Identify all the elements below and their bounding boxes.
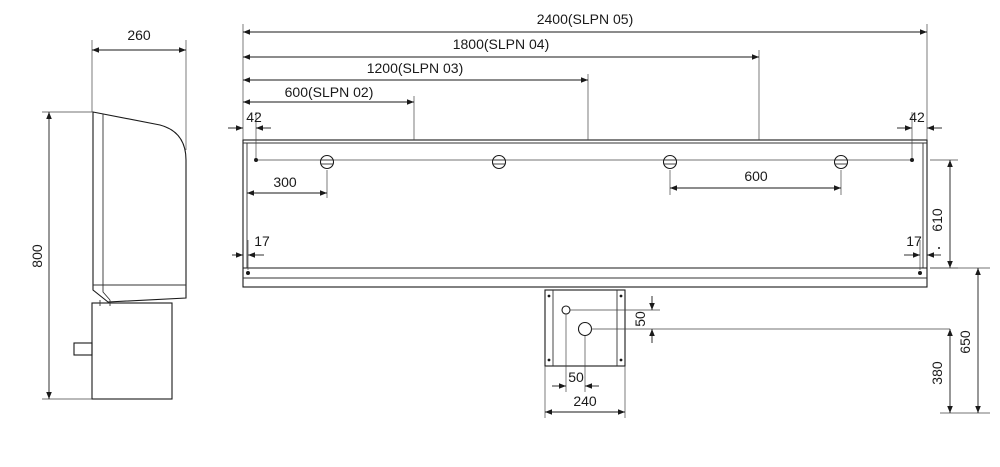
total-height-label: 650	[957, 330, 973, 354]
mounting-hole	[491, 154, 507, 170]
mounting-hole	[319, 154, 335, 170]
dim-600-label: 600(SLPN 02)	[285, 84, 374, 100]
bracket-hole-lower	[577, 321, 593, 337]
hole-spacing-label: 600	[744, 168, 768, 184]
lower-left-label: 17	[254, 233, 270, 249]
fixing-point-right	[910, 158, 914, 162]
bracket-screw	[547, 294, 551, 298]
front-panel	[242, 139, 928, 288]
side-housing-inner-line	[102, 114, 111, 301]
edge-right-label: 42	[909, 109, 925, 125]
mounting-hole	[662, 154, 678, 170]
box-vertical-label: 50	[632, 311, 648, 327]
mounting-hole	[833, 154, 849, 170]
lower-point-left	[246, 271, 250, 275]
edge-left-label: 42	[246, 109, 262, 125]
vertical-hole-label: 610	[929, 208, 945, 232]
bracket-hole-upper	[561, 305, 571, 315]
bracket-screw	[547, 358, 551, 362]
lower-point-right	[918, 271, 922, 275]
bottom-height-label: 380	[929, 361, 945, 385]
front-view: 2400(SLPN 05) 1800(SLPN 04) 1200(SLPN 03…	[228, 11, 990, 418]
fixing-point-left	[254, 158, 258, 162]
dim-1200-label: 1200(SLPN 03)	[367, 60, 464, 76]
side-lower-box	[91, 302, 173, 400]
box-width-label: 240	[573, 393, 597, 409]
first-hole-label: 300	[273, 174, 297, 190]
dim-2400-label: 2400(SLPN 05)	[537, 11, 634, 27]
bracket-screw	[619, 294, 623, 298]
vertical-hole-dot	[938, 247, 940, 249]
lower-right-label: 17	[906, 233, 922, 249]
side-width-label: 260	[127, 27, 151, 43]
dim-1800-label: 1800(SLPN 04)	[453, 36, 550, 52]
side-height-label: 800	[29, 244, 45, 268]
side-pipe-stub	[73, 342, 93, 356]
box-horizontal-label: 50	[568, 369, 584, 385]
bracket-screw	[619, 358, 623, 362]
side-view: 260 800	[29, 27, 187, 400]
side-housing-outline	[92, 111, 187, 303]
